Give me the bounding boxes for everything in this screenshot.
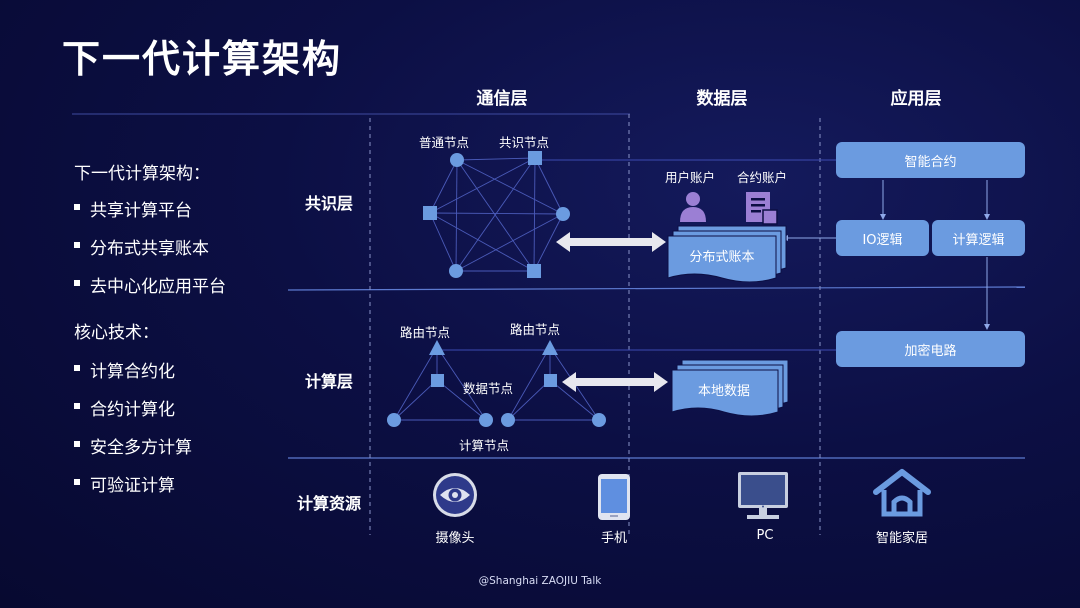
compute-network-graph <box>387 340 606 427</box>
routing-node-label-2: 路由节点 <box>509 322 560 337</box>
user-icon <box>680 192 706 222</box>
list-item: 共享计算平台 <box>72 196 192 221</box>
compute-node-label: 计算节点 <box>458 438 509 453</box>
column-header-application: 应用层 <box>890 89 942 109</box>
ledger-stack <box>667 225 787 282</box>
left-heading-core-tech: 核心技术： <box>74 323 159 343</box>
list-item: 计算合约化 <box>72 357 175 382</box>
contract-account-label: 合约账户 <box>736 170 787 185</box>
column-header-communication: 通信层 <box>476 89 528 109</box>
row-header-consensus: 共识层 <box>304 194 353 213</box>
device-label-smart-home: 智能家居 <box>875 531 928 546</box>
footer-credit: @Shanghai ZAOJIU Talk <box>478 575 602 587</box>
user-account-label: 用户账户 <box>664 170 715 185</box>
normal-node-label: 普通节点 <box>418 135 469 150</box>
page-title: 下一代计算架构 <box>62 37 343 81</box>
distributed-ledger-label: 分布式账本 <box>689 250 755 265</box>
smart-contract-box: 智能合约 <box>836 142 1025 178</box>
row-header-compute: 计算层 <box>304 372 353 391</box>
local-data-label: 本地数据 <box>697 384 750 399</box>
crypto-circuit-box: 加密电路 <box>836 331 1025 367</box>
pc-monitor-icon <box>738 472 788 519</box>
consensus-network-graph <box>423 151 570 278</box>
list-item: 安全多方计算 <box>72 433 192 458</box>
camera-eye-icon <box>433 473 477 517</box>
io-logic-box: IO逻辑 <box>836 220 929 256</box>
column-header-data: 数据层 <box>696 89 748 109</box>
local-data-stack <box>671 359 789 416</box>
smart-home-icon <box>873 469 931 517</box>
device-label-phone: 手机 <box>600 531 627 546</box>
list-item: 分布式共享账本 <box>72 234 209 259</box>
device-label-camera: 摄像头 <box>435 531 475 546</box>
list-item: 可验证计算 <box>72 471 175 496</box>
left-heading-architecture: 下一代计算架构： <box>74 164 210 184</box>
double-arrow-icon <box>562 372 668 392</box>
double-arrow-icon <box>556 232 666 252</box>
data-node-label: 数据节点 <box>462 381 513 396</box>
device-label-pc: PC <box>756 528 774 543</box>
phone-icon <box>598 474 630 520</box>
consensus-node-label: 共识节点 <box>498 135 549 150</box>
contract-document-icon <box>746 192 778 225</box>
compute-logic-box: 计算逻辑 <box>932 220 1025 256</box>
row-header-resources: 计算资源 <box>296 494 361 513</box>
routing-node-label-1: 路由节点 <box>399 325 450 340</box>
list-item: 去中心化应用平台 <box>72 272 226 297</box>
list-item: 合约计算化 <box>72 395 175 420</box>
